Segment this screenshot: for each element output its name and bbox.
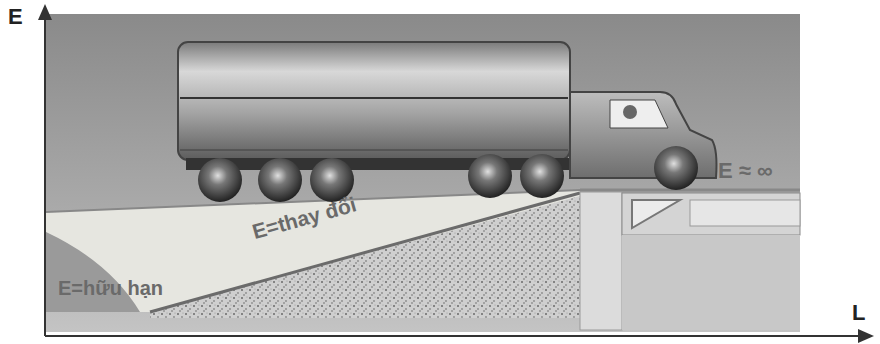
slope-line xyxy=(150,193,580,312)
deck-surface xyxy=(580,189,800,192)
stiffness-label: E=hữu hạn xyxy=(58,278,163,298)
stiffness-label: E ≈ ∞ xyxy=(718,160,773,182)
axis-label: L xyxy=(852,302,865,324)
axis-arrowhead xyxy=(858,329,874,343)
axis-label: E xyxy=(8,6,23,28)
horizontal-axis xyxy=(45,335,862,337)
gravel-fill xyxy=(150,196,580,318)
deck-bracket xyxy=(632,200,680,228)
abutment xyxy=(580,192,622,330)
vertical-axis xyxy=(44,16,46,336)
deck-girder xyxy=(690,200,800,226)
truck xyxy=(178,42,717,202)
axis-arrowhead xyxy=(38,4,52,20)
background xyxy=(46,14,800,332)
under-bridge xyxy=(622,235,800,330)
bridge-deck xyxy=(622,193,800,235)
